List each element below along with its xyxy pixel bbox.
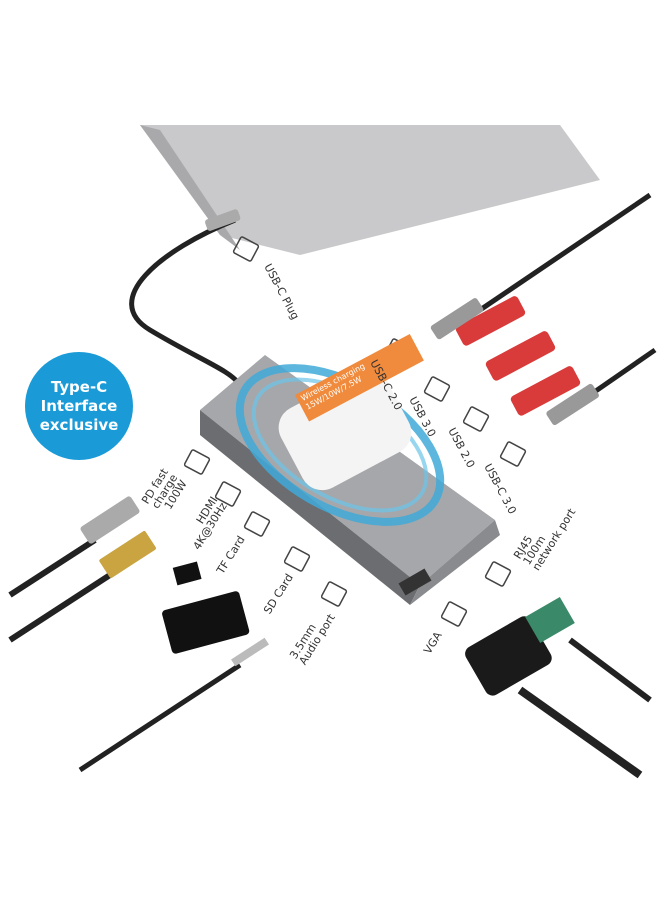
vga-plug [465, 616, 552, 696]
usb-drives [455, 296, 581, 416]
badge-line: Interface [40, 396, 118, 415]
ethernet-plug [525, 597, 575, 643]
port-icons [183, 236, 527, 627]
badge-line: Type-C [50, 377, 108, 396]
laptop [140, 125, 600, 255]
badge-line: exclusive [39, 415, 119, 434]
sd-card [162, 591, 250, 654]
audio-cable [78, 662, 242, 773]
type-c-badge: Type-C Interface exclusive [25, 352, 133, 460]
tf-card [172, 561, 202, 586]
usb-c-plug-cable [129, 217, 243, 387]
